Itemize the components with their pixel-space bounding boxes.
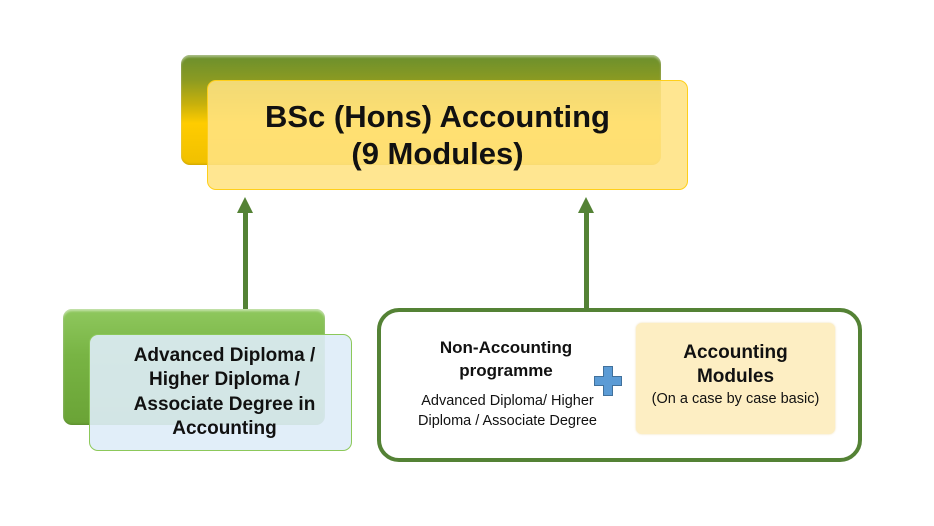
- accounting-modules-note: (On a case by case basic): [651, 390, 820, 407]
- accounting-route-line: Higher Diploma /: [149, 369, 300, 390]
- non-accounting-subtitle: Advanced Diploma/ Higher Diploma / Assoc…: [400, 391, 615, 431]
- accounting-route-line: Advanced Diploma /: [133, 344, 316, 366]
- accounting-modules-box: Accounting Modules (On a case by case ba…: [636, 323, 835, 434]
- arrow-head: [578, 197, 594, 213]
- non-accounting-title-line2: programme: [459, 361, 553, 380]
- target-title-line2: (9 Modules): [351, 136, 524, 171]
- target-degree-box: BSc (Hons) Accounting (9 Modules): [207, 80, 688, 190]
- accounting-modules-title-line2: Modules: [696, 365, 775, 387]
- arrow-shaft: [242, 213, 248, 315]
- arrow-up-icon: [578, 197, 594, 309]
- plus-icon-graphic: [594, 366, 622, 396]
- plus-icon: [594, 366, 622, 396]
- accounting-route-label: Advanced Diploma / Higher Diploma / Asso…: [134, 344, 316, 442]
- non-accounting-title-line1: Non-Accounting: [439, 338, 573, 357]
- accounting-modules-title-line1: Accounting: [683, 341, 788, 363]
- non-accounting-title: Non-Accounting programme: [406, 336, 606, 382]
- non-accounting-subtitle-line1: Advanced Diploma/ Higher: [421, 393, 594, 409]
- arrow-up-icon: [237, 197, 253, 315]
- accounting-route-line: Accounting: [172, 418, 277, 439]
- arrow-head: [237, 197, 253, 213]
- non-accounting-subtitle-line2: Diploma / Associate Degree: [418, 413, 597, 429]
- target-title-line1: BSc (Hons) Accounting: [264, 99, 610, 134]
- arrow-shaft: [583, 213, 589, 309]
- accounting-route-line: Associate Degree in: [133, 393, 316, 415]
- accounting-route-box: Advanced Diploma / Higher Diploma / Asso…: [89, 334, 352, 451]
